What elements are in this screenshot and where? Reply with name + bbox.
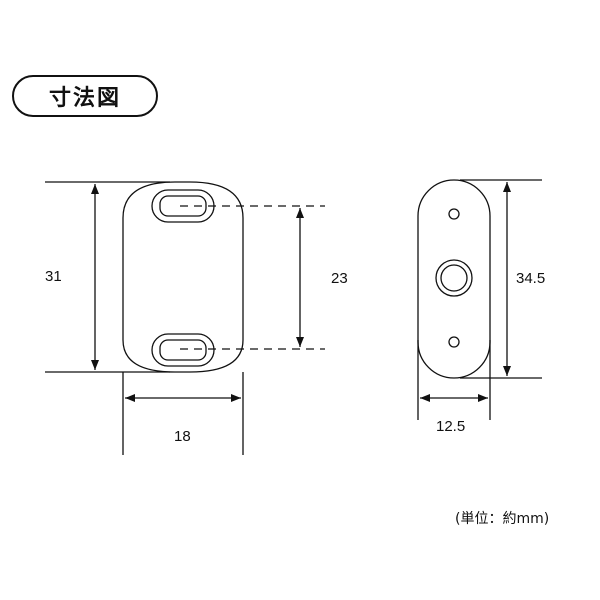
dim-label-front-height: 31 [45,268,62,285]
slot-top-inner [159,195,207,217]
dim-label-side-height: 34.5 [516,270,546,287]
magnet-inner [440,264,468,292]
dim-label-hole-pitch: 23 [331,270,348,287]
title-badge: 寸法図 [12,75,158,117]
slot-bottom-outer [151,333,215,367]
front-body-outline [122,181,244,373]
unit-note: (単位：約mm) [455,511,550,527]
screw-hole-top [448,208,460,220]
side-body-outline [417,179,491,379]
magnet-outer [435,259,473,297]
dim-label-side-width: 12.5 [436,418,466,435]
screw-hole-bottom [448,336,460,348]
dim-label-front-width: 18 [174,428,191,445]
slot-bottom-inner [159,339,207,361]
